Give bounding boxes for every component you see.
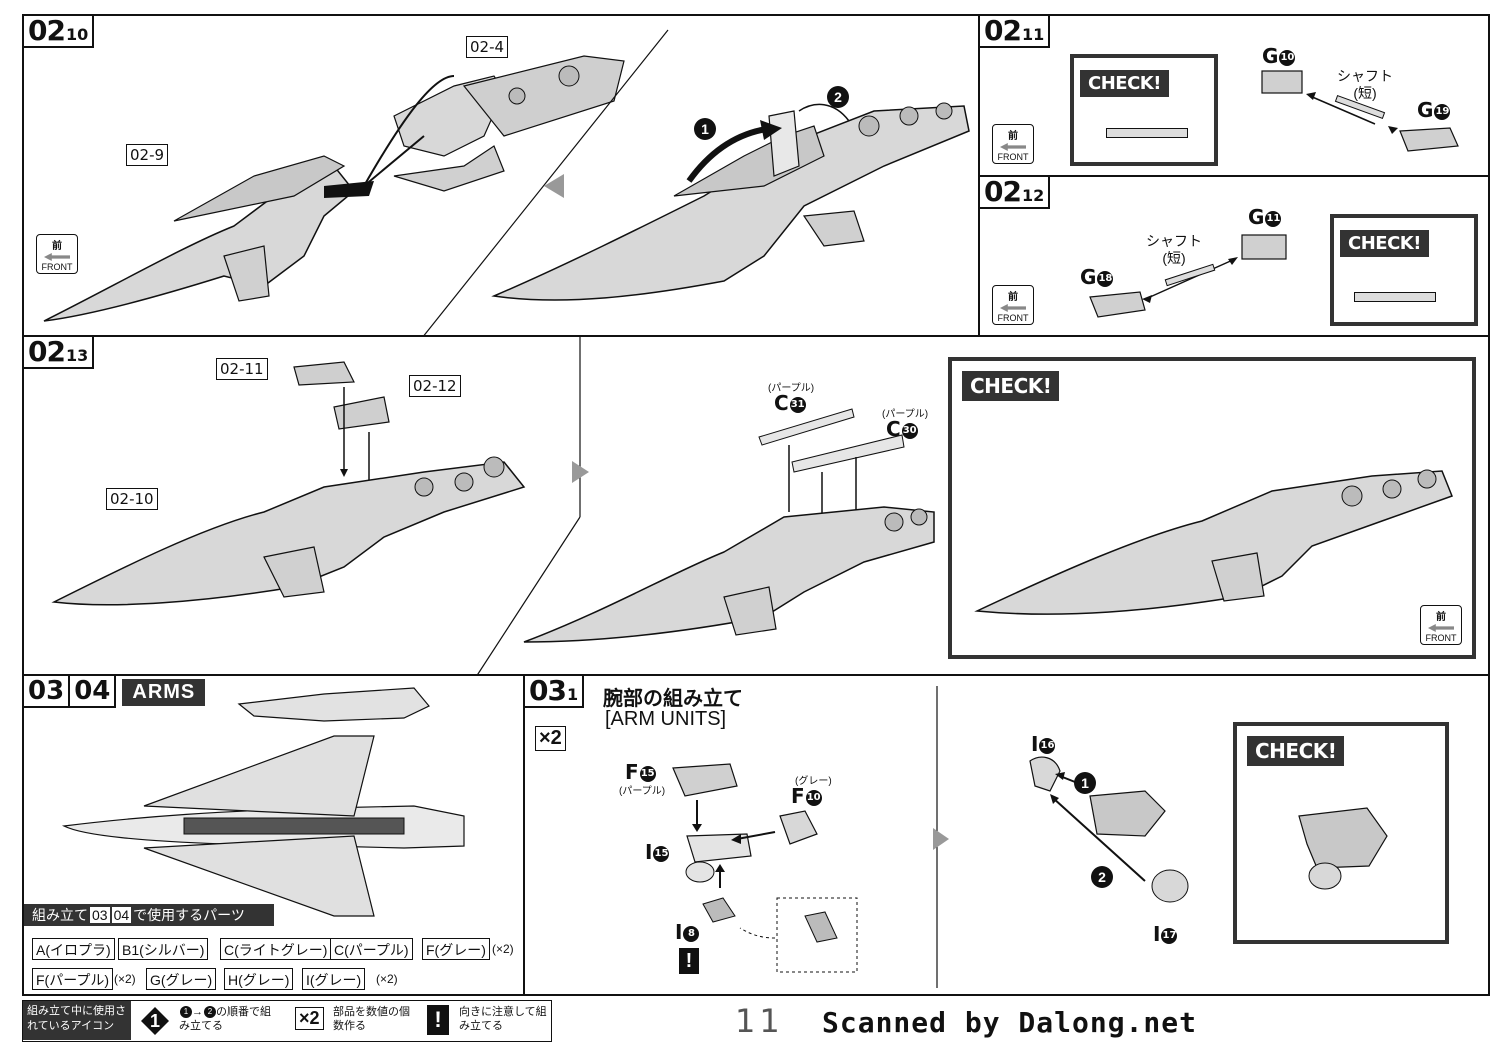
parts-used-item: A(イロプラ) xyxy=(32,938,115,960)
check-slot xyxy=(1354,292,1436,302)
times-two-icon: ×2 xyxy=(295,1007,324,1030)
fuselage-illustration-left xyxy=(43,29,970,339)
aircraft-overview-illustration xyxy=(61,687,465,917)
c30-color-note: (パープル) xyxy=(882,409,929,420)
parts-used-item: C(パープル) xyxy=(330,938,413,960)
check-box-03-1: CHECK! xyxy=(1233,722,1449,944)
parts-used-item: F(パープル) xyxy=(32,968,114,990)
warning-text: 向きに注意して組み立てる xyxy=(459,1006,547,1032)
parts-diagram-02-12 xyxy=(1089,234,1287,318)
step-title-en: [ARM UNITS] xyxy=(605,708,727,730)
check-label: CHECK! xyxy=(1340,230,1429,257)
ref-label-02-9: 02-9 xyxy=(126,144,169,166)
page-number: 11 xyxy=(735,1002,784,1040)
parts-used-item: B1(シルバー) xyxy=(118,938,209,960)
parts-used-item: H(グレー) xyxy=(224,968,294,990)
orientation-warning-icon: ! xyxy=(679,948,699,974)
check-box-02-11: CHECK! xyxy=(1070,54,1218,166)
step-title-jp: 腕部の組み立て xyxy=(603,688,743,710)
step-1-marker: 1 xyxy=(694,118,716,140)
step-1-marker: 1 xyxy=(1074,772,1096,794)
legend-title: 組み立て中に使用されているアイコン xyxy=(23,1001,131,1040)
completed-arm-view xyxy=(1298,807,1388,890)
completed-fuselage-view xyxy=(974,469,1453,615)
check-label: CHECK! xyxy=(962,371,1060,401)
step-tag-03: 03 xyxy=(24,676,71,708)
ref-label-02-12: 02-12 xyxy=(409,375,461,397)
scan-watermark: Scanned by Dalong.net xyxy=(822,1006,1198,1039)
parts-used-multiplier: (×2) xyxy=(376,972,398,986)
arms-header: 03 04 ARMS xyxy=(24,676,206,708)
front-arrow-icon xyxy=(44,253,70,261)
warning-icon: ! xyxy=(427,1005,449,1035)
fuselage-assembly-02-13 xyxy=(51,337,935,678)
ref-label-02-10: 02-10 xyxy=(106,488,158,510)
times-text: 部品を数値の個数作る xyxy=(333,1006,410,1032)
parts-used-item: F(グレー) xyxy=(422,938,490,960)
step-2-marker: 2 xyxy=(1091,866,1113,888)
shaft-label: シャフト(短) xyxy=(1337,68,1393,101)
ref-label-02-4: 02-4 xyxy=(466,36,509,58)
arm-assembly-diagram xyxy=(672,686,1354,988)
ref-label-02-11: 02-11 xyxy=(216,358,268,380)
c31-color-note: (パープル) xyxy=(768,383,815,394)
shaft-label: シャフト(短) xyxy=(1146,233,1202,266)
step-2-marker: 2 xyxy=(827,86,849,108)
order-icon: 1 xyxy=(141,1007,169,1035)
parts-used-multiplier: (×2) xyxy=(114,972,136,986)
check-slot xyxy=(1106,128,1188,138)
check-label: CHECK! xyxy=(1247,736,1345,766)
parts-used-item: I(グレー) xyxy=(302,968,366,990)
parts-used-multiplier: (×2) xyxy=(492,942,514,956)
times-two-badge: ×2 xyxy=(535,726,566,751)
parts-used-item: C(ライトグレー) xyxy=(220,938,332,960)
arms-title: ARMS xyxy=(122,678,206,706)
parts-diagram-02-11 xyxy=(1261,70,1459,152)
parts-used-item: G(グレー) xyxy=(146,968,217,990)
f15-color-note: (パープル) xyxy=(619,786,666,797)
front-arrow-icon xyxy=(1000,143,1026,151)
check-label: CHECK! xyxy=(1080,70,1169,97)
check-box-02-12: CHECK! xyxy=(1330,214,1478,326)
step-tag-04: 04 xyxy=(70,676,117,708)
f10-color-note: (グレー) xyxy=(795,776,832,787)
front-arrow-icon xyxy=(1428,624,1454,632)
front-arrow-icon xyxy=(1000,304,1026,312)
